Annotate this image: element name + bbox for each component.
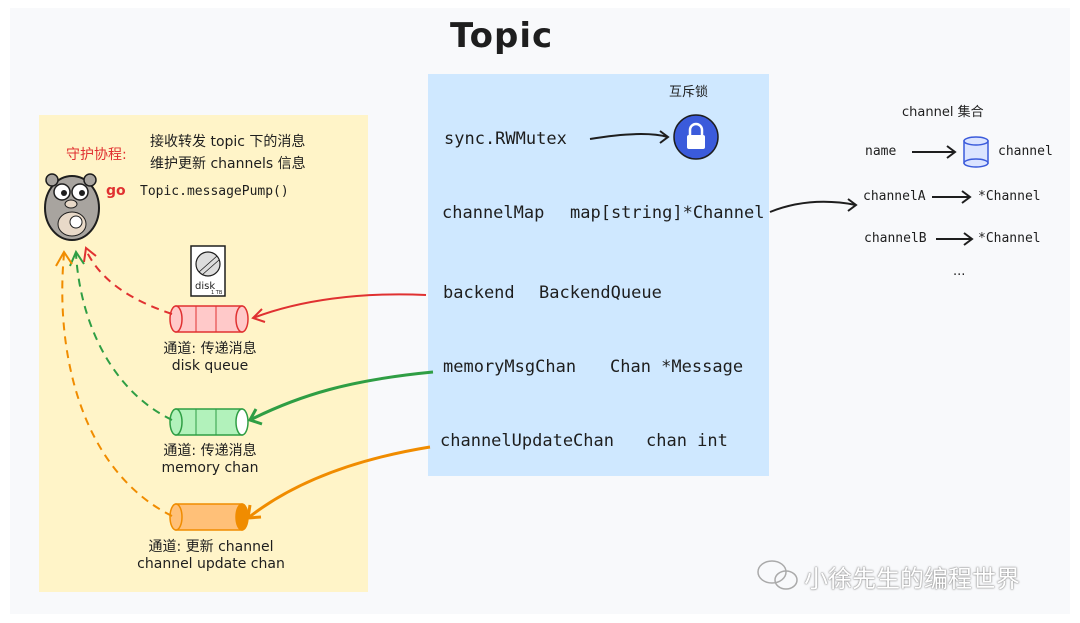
channel-entry-key-a: channelA bbox=[863, 189, 926, 204]
field-channelmap-type: map[string]*Channel bbox=[570, 203, 765, 223]
field-channelmap: channelMap bbox=[442, 203, 545, 223]
channel-set-title: channel 集合 bbox=[902, 105, 984, 120]
field-channelupdatechan-type: chan int bbox=[646, 431, 728, 451]
disk-size: 1 TB bbox=[211, 290, 223, 296]
watermark-text: 小徐先生的编程世界 bbox=[804, 565, 1020, 593]
memory-chan-label-2: memory chan bbox=[161, 460, 259, 476]
field-backend-type: BackendQueue bbox=[539, 283, 662, 303]
field-rwmutex: sync.RWMutex bbox=[444, 129, 567, 149]
channel-set-name-label: name bbox=[865, 144, 897, 159]
disk-queue-label-2: disk queue bbox=[171, 358, 249, 374]
field-backend: backend bbox=[443, 283, 515, 303]
channel-entry-value-a: *Channel bbox=[978, 189, 1041, 204]
update-chan-label-1: 通道: 更新 channel bbox=[148, 539, 274, 555]
goroutine-desc-line2: 维护更新 channels 信息 bbox=[150, 156, 306, 172]
field-memorymsgchan-type: Chan *Message bbox=[610, 357, 744, 377]
go-keyword: go bbox=[106, 183, 126, 199]
message-pump-call: Topic.messagePump() bbox=[140, 184, 289, 199]
memory-chan-label-1: 通道: 传递消息 bbox=[163, 443, 257, 459]
field-memorymsgchan: memoryMsgChan bbox=[443, 357, 577, 377]
channel-set-ellipsis: ... bbox=[953, 264, 966, 279]
field-channelupdatechan: channelUpdateChan bbox=[440, 431, 614, 451]
guard-label: 守护协程: bbox=[66, 147, 127, 163]
update-chan-label-2: channel update chan bbox=[137, 556, 285, 572]
diagram-title: Topic bbox=[450, 16, 554, 56]
channel-entry-key-b: channelB bbox=[864, 231, 927, 246]
goroutine-desc-line1: 接收转发 topic 下的消息 bbox=[150, 134, 306, 150]
disk-label: disk bbox=[195, 281, 216, 292]
channel-set-channel-label: channel bbox=[998, 144, 1053, 159]
disk-queue-label-1: 通道: 传递消息 bbox=[163, 341, 257, 357]
mutex-label: 互斥锁 bbox=[669, 85, 709, 100]
channel-entry-value-b: *Channel bbox=[978, 231, 1041, 246]
